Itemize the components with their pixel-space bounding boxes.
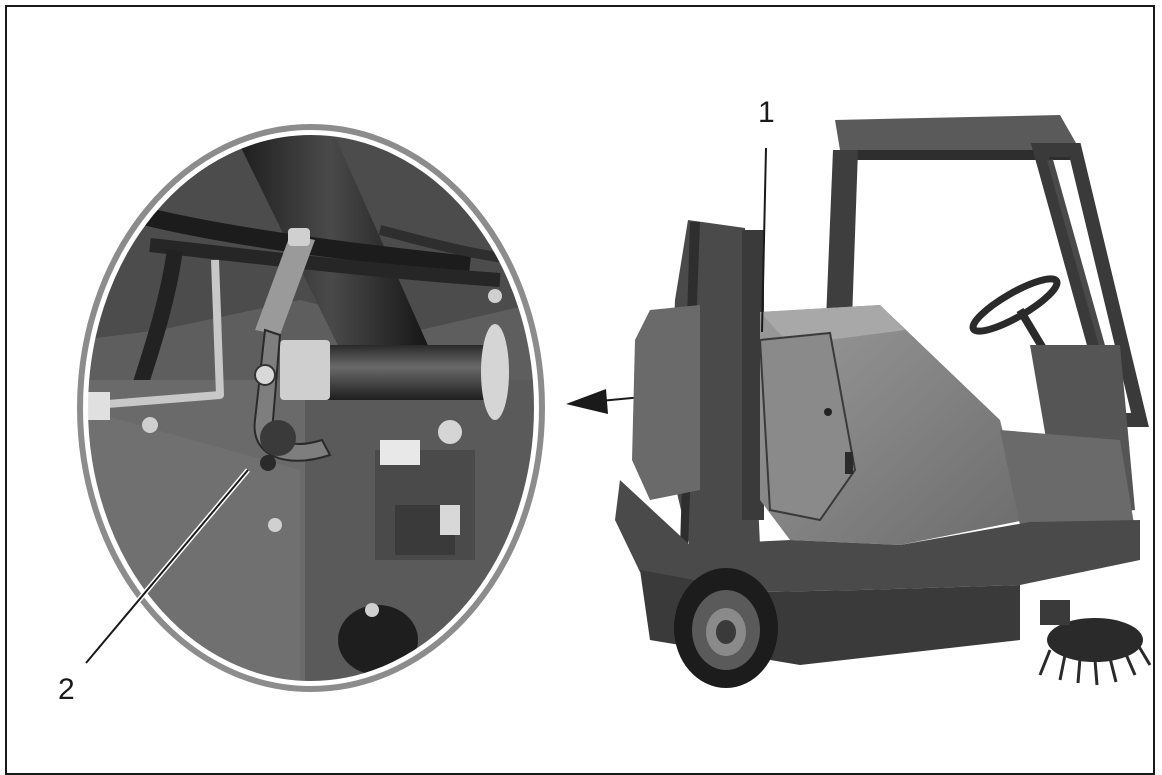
callout-2-leader-core: [85, 469, 249, 664]
callout-2-label: 2: [58, 673, 75, 706]
callout-1-leader: [761, 147, 767, 333]
sweeper-machine: [615, 115, 1152, 688]
detail-inset: [77, 124, 545, 692]
callout-1-label: 1: [758, 96, 775, 129]
